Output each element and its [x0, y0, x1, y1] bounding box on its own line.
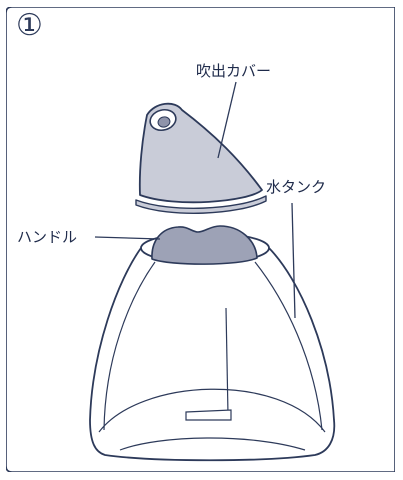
leader-outlet-cover [217, 81, 237, 159]
label-outlet-cover: 吹出カバー [196, 62, 272, 80]
handle [151, 225, 258, 265]
label-water-tank: 水タンク [266, 178, 327, 196]
label-handle: ハンドル [17, 228, 78, 246]
leader-handle [94, 236, 161, 240]
outlet-cover [138, 102, 263, 204]
cover-ring [135, 195, 267, 214]
leader-water-tank [291, 202, 296, 319]
water-tank [89, 232, 336, 462]
step-number: ① [16, 8, 43, 43]
